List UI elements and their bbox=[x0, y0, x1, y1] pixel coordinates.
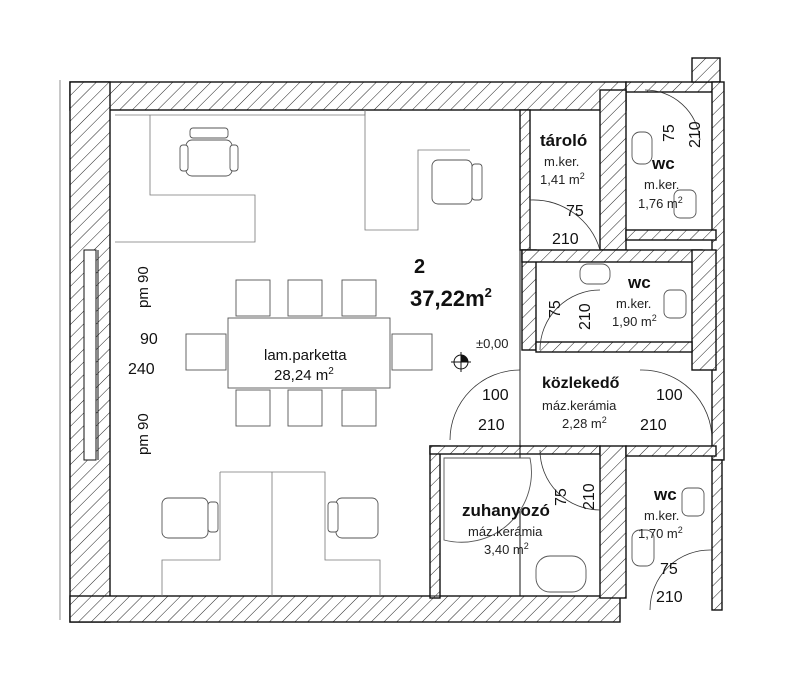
svg-text:210: 210 bbox=[478, 417, 505, 434]
window-label-lower: pm 90 bbox=[135, 413, 152, 455]
shower-tray bbox=[443, 457, 587, 593]
shower-name: zuhanyozó bbox=[462, 501, 550, 520]
svg-text:210: 210 bbox=[640, 417, 667, 434]
svg-text:240: 240 bbox=[128, 361, 155, 378]
svg-text:210: 210 bbox=[552, 231, 579, 248]
svg-text:75: 75 bbox=[660, 561, 678, 578]
storage-area: 1,41 m2 bbox=[540, 171, 585, 187]
svg-text:90: 90 bbox=[140, 331, 158, 348]
door-swings bbox=[449, 89, 713, 611]
interior-lines bbox=[59, 80, 521, 620]
floor-area: 28,24 m2 bbox=[274, 366, 334, 384]
svg-text:210: 210 bbox=[656, 589, 683, 606]
svg-text:75: 75 bbox=[553, 488, 570, 506]
chair bbox=[179, 127, 239, 177]
window-label-upper: pm 90 bbox=[135, 266, 152, 308]
wc1-name: wc bbox=[651, 154, 675, 173]
furniture bbox=[115, 110, 705, 596]
wc3-name: wc bbox=[653, 485, 677, 504]
floor-type: lam.parketta bbox=[264, 347, 347, 364]
svg-text:75: 75 bbox=[566, 203, 584, 220]
corridor-floor: máz.kerámia bbox=[542, 398, 617, 413]
svg-text:75: 75 bbox=[547, 300, 564, 318]
table-chairs bbox=[185, 279, 433, 427]
svg-text:75: 75 bbox=[661, 124, 678, 142]
corridor-area: 2,28 m2 bbox=[562, 415, 607, 431]
room-area: 37,22m2 bbox=[410, 285, 492, 311]
storage-floor: m.ker. bbox=[544, 154, 579, 169]
wc2-floor: m.ker. bbox=[616, 296, 651, 311]
wc-fixtures bbox=[579, 131, 705, 567]
wc2-name: wc bbox=[627, 273, 651, 292]
svg-text:100: 100 bbox=[656, 387, 683, 404]
level-label: ±0,00 bbox=[476, 336, 508, 351]
wc3-floor: m.ker. bbox=[644, 508, 679, 523]
svg-text:210: 210 bbox=[581, 483, 598, 510]
room-number: 2 bbox=[414, 256, 425, 278]
dimension-labels: 90 240 75 210 75 210 75 210 100 210 100 … bbox=[128, 121, 704, 606]
conference-table bbox=[227, 317, 391, 389]
corridor-name: közlekedő bbox=[542, 375, 620, 392]
chair bbox=[161, 497, 219, 539]
svg-text:210: 210 bbox=[577, 303, 594, 330]
wc2-area: 1,90 m2 bbox=[612, 313, 657, 329]
shower-area: 3,40 m2 bbox=[484, 541, 529, 557]
svg-text:210: 210 bbox=[687, 121, 704, 148]
chair bbox=[431, 159, 483, 205]
shower-floor: máz.kerámia bbox=[468, 524, 543, 539]
wc1-floor: m.ker. bbox=[644, 177, 679, 192]
level-marker bbox=[451, 352, 471, 372]
wc3-area: 1,70 m2 bbox=[638, 525, 683, 541]
storage-name: tároló bbox=[540, 131, 587, 150]
svg-text:100: 100 bbox=[482, 387, 509, 404]
wc1-area: 1,76 m2 bbox=[638, 195, 683, 211]
chair bbox=[327, 497, 379, 539]
